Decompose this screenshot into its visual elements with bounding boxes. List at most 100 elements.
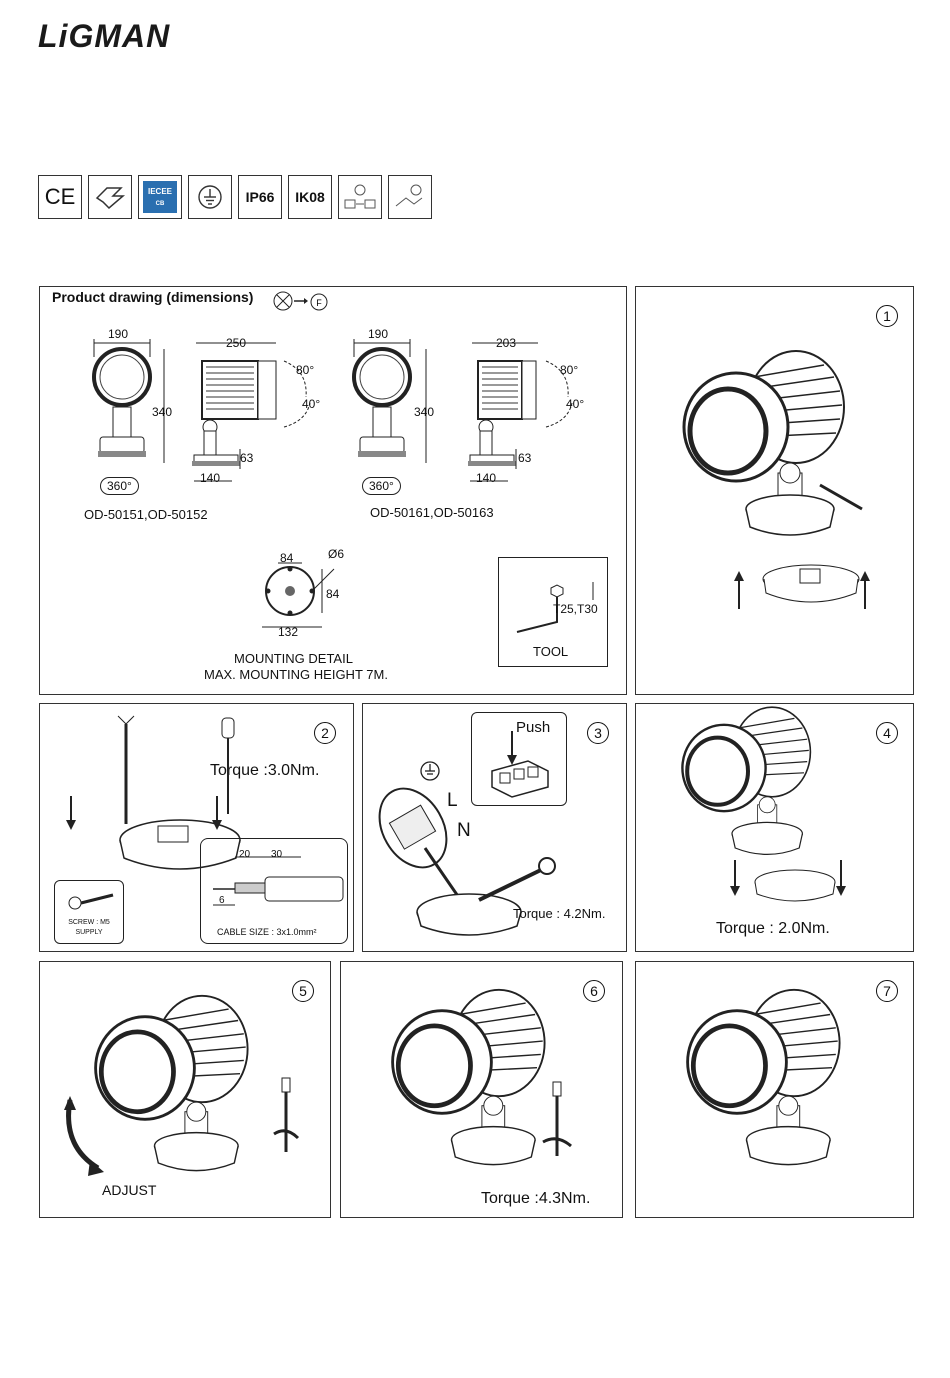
screw-label: SCREW : M5 bbox=[68, 919, 110, 926]
step-6-panel: 6 Torque :4.3Nm. bbox=[340, 961, 623, 1218]
earth-ground-icon bbox=[188, 175, 232, 219]
mount-dim-b: Ø6 bbox=[328, 547, 345, 561]
mount-height: MAX. MOUNTING HEIGHT 7M. bbox=[204, 667, 388, 682]
adjust-label: ADJUST bbox=[102, 1182, 157, 1198]
step-number-4: 4 bbox=[876, 722, 898, 744]
step-4-panel: 4 Torque : 2.0Nm. bbox=[635, 703, 914, 952]
down-arrow-icon bbox=[66, 796, 76, 830]
angle-down-right: 40° bbox=[566, 397, 585, 411]
mount-title: MOUNTING DETAIL bbox=[234, 651, 353, 666]
svg-text:CB: CB bbox=[156, 201, 165, 207]
screw-supply: SUPPLY bbox=[75, 929, 103, 936]
cable-strip-drawing bbox=[213, 856, 344, 906]
cable-size: CABLE SIZE : 3x1.0mm² bbox=[217, 927, 317, 937]
live-label: L bbox=[447, 790, 458, 811]
screwdriver-icon bbox=[542, 1081, 572, 1156]
dim-width-left: 190 bbox=[108, 327, 129, 341]
angle-down-left: 40° bbox=[302, 397, 321, 411]
dim-base-left: 140 bbox=[200, 471, 221, 485]
rotate-arrow-icon bbox=[64, 1096, 104, 1176]
iecee-mark-icon: IECEE CB bbox=[138, 175, 182, 219]
step-number-2: 2 bbox=[314, 722, 336, 744]
dim-width-right: 190 bbox=[368, 327, 389, 341]
step-number-1: 1 bbox=[876, 305, 898, 327]
step-4-illustration bbox=[676, 704, 836, 864]
push-box: Push bbox=[471, 712, 567, 806]
drawing-title: Product drawing (dimensions) bbox=[52, 289, 254, 305]
rotation-label-right: 360° bbox=[362, 477, 401, 495]
step-7-panel: 7 bbox=[635, 961, 914, 1218]
screwdriver-icon bbox=[819, 483, 863, 511]
mount-dim-d: 132 bbox=[278, 625, 299, 639]
ik08-badge: IK08 bbox=[288, 175, 332, 219]
step-number-5: 5 bbox=[292, 980, 314, 1002]
dim-height-right: 340 bbox=[414, 405, 435, 419]
step-2-base-illustration bbox=[117, 715, 241, 870]
connector-block-icon bbox=[491, 731, 549, 798]
strip-length-b: 30 bbox=[271, 849, 283, 860]
down-arrow-icon bbox=[730, 860, 740, 896]
dim-depth-right: 203 bbox=[496, 336, 517, 350]
step-number-6: 6 bbox=[583, 980, 605, 1002]
down-arrow-icon bbox=[836, 860, 846, 896]
dim-height-left: 340 bbox=[152, 405, 173, 419]
screw-box: SCREW : M5 SUPPLY bbox=[54, 880, 124, 944]
angle-up-right: 80° bbox=[560, 363, 579, 377]
model-left: OD-50151,OD-50152 bbox=[84, 507, 208, 522]
rotation-label-left: 360° bbox=[100, 477, 139, 495]
strip-length-a: 20 bbox=[239, 849, 251, 860]
tool-size: T25,T30 bbox=[553, 602, 598, 616]
down-arrow-icon bbox=[212, 796, 222, 830]
angle-up-left: 80° bbox=[296, 363, 315, 377]
product-drawing-panel: Product drawing (dimensions) F 190 340 3… bbox=[39, 286, 627, 695]
step-1-illustration bbox=[676, 347, 876, 547]
product-side-view-right bbox=[468, 342, 573, 482]
enec-mark-icon bbox=[88, 175, 132, 219]
dim-foot-left: 63 bbox=[240, 451, 254, 465]
wrench-icon: F bbox=[273, 291, 328, 311]
mounting-base-icon bbox=[762, 564, 860, 603]
neutral-label: N bbox=[457, 820, 471, 841]
step-number-3: 3 bbox=[587, 722, 609, 744]
push-label: Push bbox=[516, 719, 551, 736]
ce-mark: CE bbox=[38, 175, 82, 219]
step-number-7: 7 bbox=[876, 980, 898, 1002]
dim-base-right: 140 bbox=[476, 471, 497, 485]
dim-depth-left: 250 bbox=[226, 336, 247, 350]
mount-dim-a: 84 bbox=[280, 551, 294, 565]
tool-box: T25,T30 TOOL bbox=[498, 557, 608, 667]
step-7-illustration bbox=[680, 986, 870, 1176]
up-arrow-icon bbox=[860, 571, 870, 609]
step-3-torque: Torque : 4.2Nm. bbox=[513, 906, 606, 921]
svg-text:IECEE: IECEE bbox=[148, 187, 173, 196]
step-2-panel: 2 Torque :3.0Nm. SCREW : M5 SUPPLY 20 30… bbox=[39, 703, 354, 952]
svg-text:F: F bbox=[316, 298, 322, 308]
strip-length-c: 6 bbox=[219, 895, 225, 906]
step-2-torque: Torque :3.0Nm. bbox=[210, 762, 320, 779]
mounting-base-icon bbox=[754, 869, 836, 902]
cable-box: 20 30 6 CABLE SIZE : 3x1.0mm² bbox=[200, 838, 348, 944]
step-5-illustration bbox=[88, 992, 278, 1182]
mount-dim-c: 84 bbox=[326, 587, 340, 601]
step-3-wiring-illustration bbox=[378, 787, 556, 936]
product-side-view-left bbox=[192, 342, 311, 482]
up-arrow-icon bbox=[734, 571, 744, 609]
dim-foot-right: 63 bbox=[518, 451, 532, 465]
step-4-torque: Torque : 2.0Nm. bbox=[716, 920, 830, 937]
model-right: OD-50161,OD-50163 bbox=[370, 505, 494, 520]
screw-icon bbox=[68, 893, 114, 910]
ip66-badge: IP66 bbox=[238, 175, 282, 219]
step-1-panel: 1 bbox=[635, 286, 914, 695]
step-5-panel: 5 ADJUST bbox=[39, 961, 331, 1218]
torx-key-icon bbox=[516, 582, 594, 633]
replaceable-light-source-icon bbox=[388, 175, 432, 219]
certification-badges: CE IECEE CB IP66 IK08 bbox=[38, 175, 432, 219]
step-6-torque: Torque :4.3Nm. bbox=[481, 1190, 591, 1207]
product-front-view-left bbox=[92, 339, 165, 463]
step-3-panel: 3 Push L N Torque : 4.2Nm. bbox=[362, 703, 627, 952]
voltage-icon bbox=[338, 175, 382, 219]
brand-logo: LiGMAN bbox=[38, 18, 171, 54]
tool-label: TOOL bbox=[533, 644, 569, 659]
screwdriver-icon bbox=[273, 1077, 300, 1152]
product-front-view-right bbox=[352, 339, 427, 463]
